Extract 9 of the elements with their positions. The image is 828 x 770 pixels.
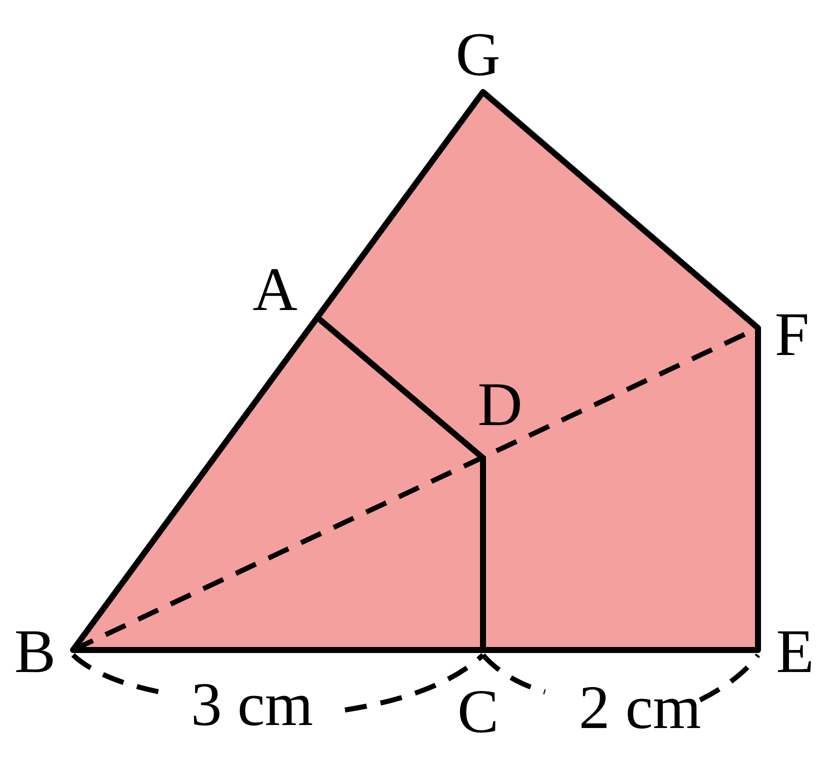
point-label: A: [252, 259, 298, 321]
point-label: C: [457, 681, 499, 743]
point-label: D: [478, 374, 522, 436]
point-label: G: [456, 24, 500, 86]
point-label: F: [774, 304, 810, 366]
dimension-label: 3 cm: [190, 674, 314, 736]
point-label: E: [776, 621, 814, 683]
point-label: B: [14, 621, 56, 683]
dimension-label: 2 cm: [578, 677, 702, 739]
